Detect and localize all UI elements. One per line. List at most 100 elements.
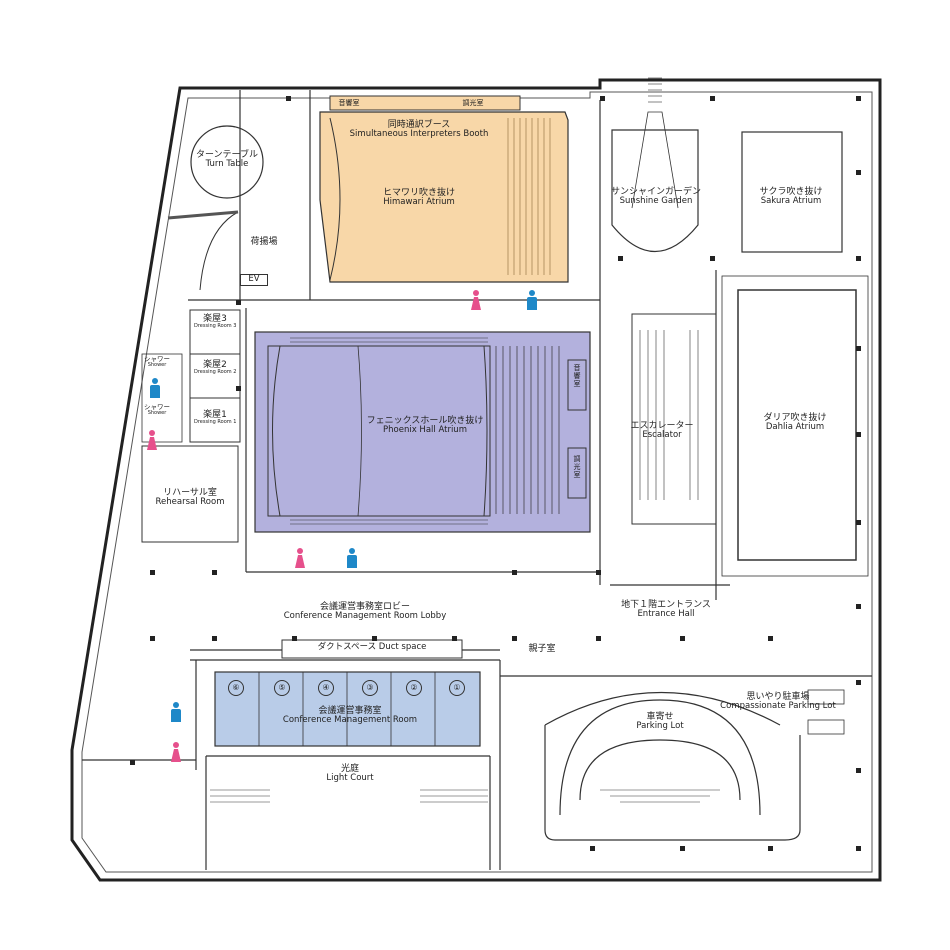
escalator-en: Escalator bbox=[642, 430, 682, 441]
dressing-room-1-label: 楽屋1 Dressing Room 1 bbox=[194, 410, 236, 426]
parking-lot-en: Parking Lot bbox=[636, 721, 684, 732]
himawari-atrium-jp: ヒマワリ吹き抜け bbox=[382, 188, 455, 198]
parking-lot-label: 車寄せ Parking Lot bbox=[620, 712, 700, 732]
dahlia-atrium-en: Dahlia Atrium bbox=[765, 422, 825, 433]
rehearsal-room-jp: リハーサル室 bbox=[163, 488, 217, 498]
room-number-2: ② bbox=[406, 680, 422, 696]
phoenix-seating-rows-top bbox=[290, 337, 488, 525]
turn-table-jp: ターンテーブル bbox=[195, 150, 258, 160]
control-room-side-label: 調光室 bbox=[571, 455, 583, 479]
escalator-area bbox=[631, 313, 717, 525]
sakura-atrium-outline bbox=[741, 131, 843, 253]
ev-label: EV bbox=[240, 274, 268, 286]
room-number-5: ⑤ bbox=[274, 680, 290, 696]
restroom-female-icon bbox=[294, 548, 306, 570]
columns bbox=[130, 96, 861, 851]
duct-space-label: ダクトスペース Duct space bbox=[284, 642, 460, 653]
phoenix-hall-label: フェニックスホール吹き抜け Phoenix Hall Atrium bbox=[350, 416, 500, 436]
parking-lot-drive bbox=[544, 692, 801, 841]
sakura-atrium-en: Sakura Atrium bbox=[760, 196, 822, 207]
sunshine-garden-outline bbox=[611, 129, 699, 252]
shower-a-jp: シャワー bbox=[144, 355, 170, 363]
entrance-hall-label: 地下１階エントランス Entrance Hall bbox=[606, 600, 726, 620]
restroom-male-icon bbox=[170, 702, 182, 724]
dressing-room-3-en: Dressing Room 3 bbox=[194, 323, 237, 330]
lobby-label: 会議運営事務室ロビー Conference Management Room Lo… bbox=[270, 602, 460, 622]
dressing-room-3-label: 楽屋3 Dressing Room 3 bbox=[194, 314, 236, 330]
duct-space-text: ダクトスペース Duct space bbox=[317, 642, 427, 652]
oyako-room-jp: 親子室 bbox=[528, 644, 556, 654]
himawari-atrium-en: Himawari Atrium bbox=[383, 197, 455, 208]
dressing-room-2-label: 楽屋2 Dressing Room 2 bbox=[194, 360, 236, 376]
compassionate-parking-label: 思いやり駐車場 Compassionate Parking Lot bbox=[712, 692, 844, 712]
himawari-atrium-area bbox=[319, 111, 569, 283]
light-court-label: 光庭 Light Court bbox=[300, 764, 400, 784]
escalator-label: エスカレーター Escalator bbox=[624, 421, 700, 441]
entrance-hall-en: Entrance Hall bbox=[637, 609, 695, 620]
rehearsal-room-en: Rehearsal Room bbox=[155, 497, 225, 508]
sakura-atrium-label: サクラ吹き抜け Sakura Atrium bbox=[746, 187, 836, 207]
shower-b-jp: シャワー bbox=[144, 403, 170, 411]
turn-table-circle bbox=[190, 125, 264, 199]
restroom-female-icon bbox=[470, 290, 482, 312]
sunshine-garden-label: サンシャインガーデン Sunshine Garden bbox=[606, 187, 706, 207]
control-room-side-jp: 調光室 bbox=[573, 455, 581, 480]
lobby-en: Conference Management Room Lobby bbox=[283, 611, 447, 622]
sound-room-top-jp: 音響室 bbox=[338, 99, 360, 107]
loading-label: 荷揚場 bbox=[244, 237, 284, 247]
loading-jp: 荷揚場 bbox=[250, 237, 278, 247]
restroom-male-icon bbox=[526, 290, 538, 312]
restroom-male-icon bbox=[149, 378, 161, 400]
shower-a-label: シャワー Shower bbox=[144, 355, 170, 369]
inner-boundary bbox=[81, 91, 873, 873]
dahlia-atrium-label: ダリア吹き抜け Dahlia Atrium bbox=[750, 413, 840, 433]
room-number-6: ⑥ bbox=[228, 680, 244, 696]
shower-b-label: シャワー Shower bbox=[144, 403, 170, 417]
entrance-hall-jp: 地下１階エントランス bbox=[621, 600, 711, 610]
interpreters-booth-jp: 同時通訳ブース bbox=[387, 120, 451, 130]
turn-table-en: Turn Table bbox=[205, 159, 249, 170]
compassionate-parking-jp: 思いやり駐車場 bbox=[746, 692, 810, 702]
phoenix-hall-en: Phoenix Hall Atrium bbox=[383, 425, 467, 436]
parking-lot-jp: 車寄せ bbox=[646, 712, 674, 722]
sound-room-side-jp: 音響室 bbox=[573, 364, 581, 389]
phoenix-hall-jp: フェニックスホール吹き抜け bbox=[366, 416, 484, 426]
room-number-1: ① bbox=[449, 680, 465, 696]
conference-management-room-en: Conference Management Room bbox=[282, 715, 418, 726]
rehearsal-room-outline bbox=[141, 445, 239, 543]
outer-wall bbox=[70, 78, 882, 882]
control-room-top-jp: 調光室 bbox=[462, 99, 484, 107]
sunshine-garden-en: Sunshine Garden bbox=[619, 196, 693, 207]
dressing-room-1-en: Dressing Room 1 bbox=[194, 419, 237, 426]
himawari-atrium-label: ヒマワリ吹き抜け Himawari Atrium bbox=[354, 188, 484, 208]
interpreters-booth-en: Simultaneous Interpreters Booth bbox=[349, 129, 489, 140]
room-number-3: ③ bbox=[362, 680, 378, 696]
oyako-room-label: 親子室 bbox=[522, 644, 562, 654]
restroom-female-icon bbox=[146, 430, 158, 452]
sound-room-side-label: 音響室 bbox=[571, 364, 583, 388]
phoenix-seating bbox=[495, 346, 560, 514]
control-room-top-label: 調光室 bbox=[458, 99, 488, 107]
shower-a-en: Shower bbox=[147, 362, 167, 369]
conference-management-room-jp: 会議運営事務室 bbox=[318, 706, 382, 716]
himawari-stage-curve bbox=[329, 117, 341, 281]
dressing-room-2-en: Dressing Room 2 bbox=[194, 369, 237, 376]
dressing-room-3-jp: 楽屋3 bbox=[203, 314, 227, 324]
interpreters-booth-label: 同時通訳ブース Simultaneous Interpreters Booth bbox=[334, 120, 504, 140]
conference-management-room-label: 会議運営事務室 Conference Management Room bbox=[270, 706, 430, 726]
dahlia-atrium-jp: ダリア吹き抜け bbox=[763, 413, 827, 423]
light-court-jp: 光庭 bbox=[340, 764, 359, 774]
restroom-male-icon bbox=[346, 548, 358, 570]
compassionate-parking-en: Compassionate Parking Lot bbox=[720, 701, 836, 712]
turn-table-label: ターンテーブル Turn Table bbox=[194, 150, 260, 170]
dahlia-atrium-outline bbox=[737, 289, 857, 561]
himawari-seating bbox=[507, 118, 551, 275]
room-number-4: ④ bbox=[318, 680, 334, 696]
restroom-female-icon bbox=[170, 742, 182, 764]
rehearsal-room-label: リハーサル室 Rehearsal Room bbox=[146, 488, 234, 508]
sound-room-top-label: 音響室 bbox=[334, 99, 364, 107]
dressing-room-1-jp: 楽屋1 bbox=[203, 410, 227, 420]
ev-en: EV bbox=[248, 274, 260, 284]
lobby-jp: 会議運営事務室ロビー bbox=[319, 602, 410, 612]
